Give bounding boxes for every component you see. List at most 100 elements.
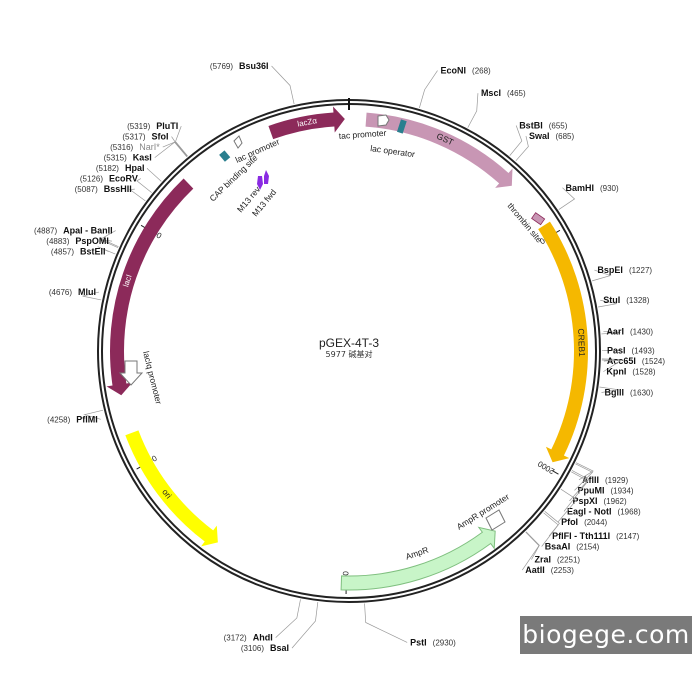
site-leader-line [175,125,188,157]
backbone-layer [97,98,601,603]
site-mlui: MluI(4676) [49,287,102,301]
site-leader-line [569,470,590,502]
site-apai-banii: ApaI - BanII (4887) [34,226,119,248]
site-pspomi: PspOMI(4883) [46,236,119,248]
thrombin-site-box [531,212,546,226]
site-pspxi: PspXI(1962) [569,470,627,506]
site-leader-line [100,230,119,248]
site-ppumi: PpuMI (1934) [574,463,634,495]
ticks-layer: 10002000300040005000 [136,224,561,594]
site-position: (5315) [104,154,127,163]
site-pasi: PasI(1493) [601,346,655,356]
site-leader-line [82,291,102,301]
site-name: BglII [605,388,625,398]
site-eagi-noti: EagI - NotI (1968) [563,471,641,516]
site-position: (5316) [110,143,133,152]
label-lac-operator: lac operator [370,143,416,159]
site-econi: EcoNI (268) [419,66,491,109]
site-position: (1968) [618,507,641,516]
site-name: BspEI [597,265,623,275]
site-position: (268) [472,67,491,76]
site-name: PstI [410,637,427,647]
site-leader-line [541,512,559,547]
site-position: (1493) [632,347,655,356]
site-aari: AarI(1430) [601,326,653,336]
site-name: BssHII [104,184,132,194]
site-position: (4887) [34,227,57,236]
site-name: HpaI [125,163,145,173]
feature-ampr [340,526,496,591]
site-msci: MscI(465) [467,88,526,128]
cap-binding-site-box [219,150,231,162]
tick-2000 [552,470,559,475]
site-name: MscI [481,88,501,98]
site-name: ApaI - BanII [63,226,113,236]
watermark: biogege.com [520,616,692,654]
feature-labels-layer: tac promoter lac operator lac promoter C… [141,128,545,532]
site-name: BsaAI [545,542,571,552]
site-position: (2044) [584,518,607,527]
site-name: KpnI [606,367,626,377]
site-position: (1962) [604,497,627,506]
site-bsteii: BstEII (4857) [51,246,116,257]
site-name: SfoI [152,132,169,142]
feature-label-ampr: AmpR [404,545,430,562]
site-leader-line [364,603,408,643]
site-position: (4676) [49,288,72,297]
site-position: (1630) [630,389,653,398]
site-leader-line [601,330,621,335]
site-name: EcoNI [441,66,467,76]
site-leader-line [97,246,116,255]
site-leader-line [467,93,479,128]
plasmid-length: 5977 碱基对 [326,349,373,359]
site-name: AarI [606,326,624,336]
site-position: (3172) [224,634,247,643]
site-leader-line [419,70,438,109]
site-name: PspOMI [75,236,109,246]
site-position: (1934) [610,486,633,495]
site-pluti: PluTI(5319) [127,121,188,157]
site-leader-line [171,136,188,157]
site-name: StuI [603,295,620,305]
site-name: NarI* [139,142,160,152]
site-kpni: KpnI(1528) [601,359,656,377]
site-bglii: BglII (1630) [599,386,653,398]
site-name: PflFI - Tth111I [552,531,610,541]
site-name: Bsu36I [239,61,269,71]
site-ahdi: AhdI (3172) [224,599,301,643]
site-name: PpuMI [577,485,604,495]
site-position: (1524) [642,357,665,366]
site-name: EcoRV [109,174,138,184]
feature-laci [106,178,194,396]
site-name: EagI - NotI [567,506,612,516]
lac-promoter-arrow-icon [233,135,243,149]
site-stui: StuI(1328) [598,295,650,308]
site-leader-line [574,463,594,491]
site-position: (5182) [96,164,119,173]
site-name: AhdI [253,633,273,643]
ampr-promoter-arrow-icon [485,509,506,531]
site-leader-line [271,65,295,105]
site-position: (5319) [127,122,150,131]
tac-promoter-arrow-icon [377,114,390,127]
label-laciq-promoter: lacIq promoter [141,350,164,405]
site-position: (2930) [433,638,456,647]
site-name: AatII [525,565,545,575]
site-name: ZraI [534,555,551,565]
site-position: (4857) [51,248,74,257]
site-position: (5769) [210,62,233,71]
site-leader-line [136,178,152,193]
site-position: (655) [549,122,568,131]
site-bsai: BsaI(3106) [241,602,319,653]
site-name: BstEII [80,247,106,257]
site-position: (685) [555,132,574,141]
site-pfoi: PfoI(2044) [557,488,608,527]
site-leader-line [291,602,319,649]
site-kasi: KasI(5315) [104,141,188,163]
site-position: (5126) [80,175,103,184]
site-leader-line [563,471,589,512]
site-psti: PstI (2930) [364,603,456,647]
site-position: (5317) [122,133,145,142]
site-leader-line [591,269,612,282]
